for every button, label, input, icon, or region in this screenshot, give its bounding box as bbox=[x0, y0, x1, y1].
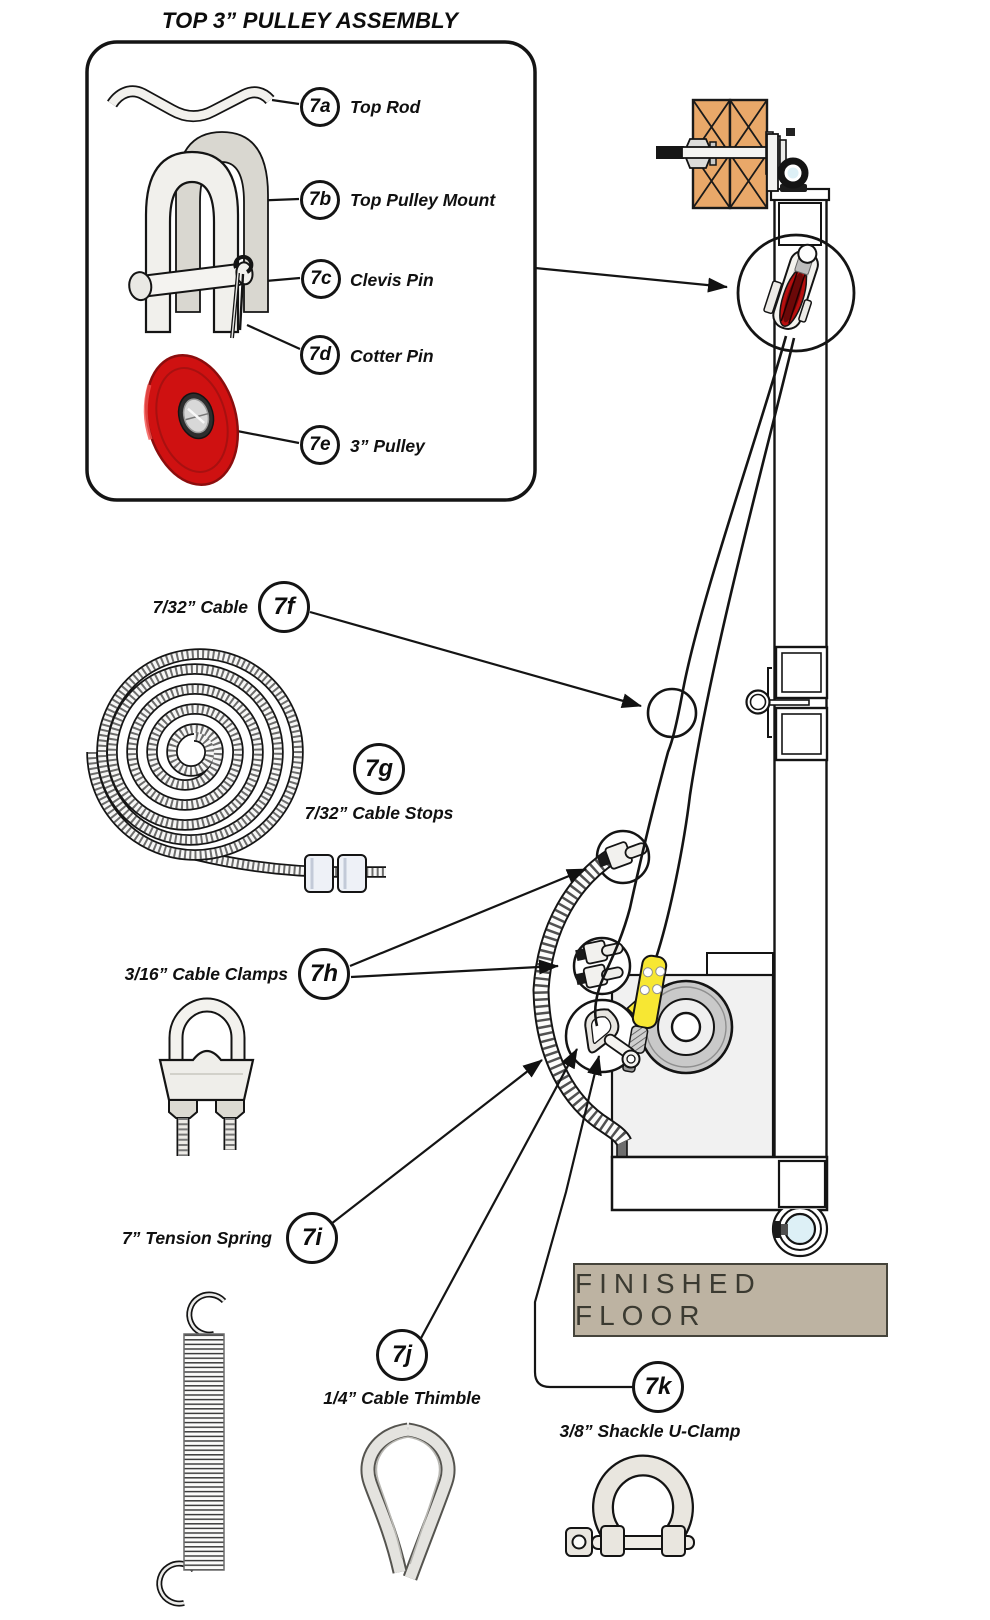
leader-lines bbox=[231, 98, 728, 1389]
mini-pulley-assembly bbox=[763, 243, 819, 330]
callout-badge-7j: 7j bbox=[376, 1329, 428, 1381]
cable-thimble-illustration bbox=[360, 1422, 456, 1581]
arrow-7k bbox=[533, 1055, 633, 1389]
callout-label-7e: 3” Pulley bbox=[350, 436, 425, 456]
rod-end bbox=[656, 146, 684, 159]
callout-label-7d: Cotter Pin bbox=[350, 346, 434, 366]
frame-post bbox=[736, 187, 856, 1157]
callout-badge-7g: 7g bbox=[353, 743, 405, 795]
tension-spring-arc bbox=[532, 848, 632, 1147]
cable-callout-target-circle bbox=[646, 687, 698, 739]
callout-label-7i: 7” Tension Spring bbox=[121, 1228, 272, 1248]
finished-floor-band: FINISHED FLOOR bbox=[573, 1263, 888, 1337]
arrow-7j bbox=[419, 1048, 578, 1341]
caster-wheel bbox=[771, 1209, 829, 1258]
clevis-pin-illustration bbox=[128, 261, 254, 302]
callout-badge-7h: 7h bbox=[298, 948, 350, 1000]
mini-cable-clamp-2 bbox=[575, 939, 624, 965]
callout-badge-7d: 7d bbox=[300, 335, 340, 375]
arrow-box-to-pulley-detail bbox=[534, 266, 728, 293]
arrow-7i bbox=[330, 1059, 543, 1225]
base-beam bbox=[610, 1155, 829, 1212]
callout-label-7a: Top Rod bbox=[350, 97, 421, 117]
arrow-7h-upper bbox=[349, 867, 587, 968]
arrow-7h-lower bbox=[350, 959, 559, 979]
callout-label-7g: 7/32” Cable Stops bbox=[304, 803, 454, 823]
arrow-7f bbox=[309, 610, 642, 709]
mini-thimble bbox=[584, 1008, 620, 1054]
callout-label-7k: 3/8” Shackle U-Clamp bbox=[559, 1421, 741, 1441]
pulley-3in-illustration bbox=[143, 353, 240, 487]
callout-badge-7c: 7c bbox=[301, 259, 341, 299]
callout-label-7b: Top Pulley Mount bbox=[350, 190, 496, 210]
callout-badge-7e: 7e bbox=[300, 425, 340, 465]
shackle-u-clamp-illustration bbox=[565, 1454, 695, 1557]
tension-spring-illustration bbox=[156, 1291, 227, 1607]
callout-badge-7a: 7a bbox=[300, 87, 340, 127]
machine-body bbox=[610, 952, 775, 1160]
cable-clamp-illustration bbox=[158, 997, 255, 1156]
callout-badge-7b: 7b bbox=[300, 180, 340, 220]
callout-label-7f: 7/32” Cable bbox=[152, 597, 248, 617]
cable-rear-strand bbox=[654, 337, 796, 959]
callout-label-7h: 3/16” Cable Clamps bbox=[124, 964, 288, 984]
wood-roller-block bbox=[656, 98, 795, 210]
lift-link-arm bbox=[603, 1033, 641, 1069]
eyelet bbox=[777, 157, 809, 192]
callout-label-7c: Clevis Pin bbox=[350, 270, 434, 290]
cable-coil-illustration bbox=[86, 648, 386, 893]
parts-box-title: TOP 3” PULLEY ASSEMBLY bbox=[161, 8, 459, 33]
callout-badge-7i: 7i bbox=[286, 1212, 338, 1264]
cable-stops-illustration bbox=[304, 854, 367, 893]
top-rod-illustration bbox=[107, 85, 275, 123]
cotter-pin-illustration bbox=[230, 254, 254, 339]
cable-front-strand bbox=[593, 335, 788, 1027]
cable-keeper-latch bbox=[622, 954, 668, 1073]
callout-label-7j: 1/4” Cable Thimble bbox=[323, 1388, 481, 1408]
callout-badge-7f: 7f bbox=[258, 581, 310, 633]
cables bbox=[593, 335, 796, 1027]
callout-badge-7k: 7k bbox=[632, 1361, 684, 1413]
